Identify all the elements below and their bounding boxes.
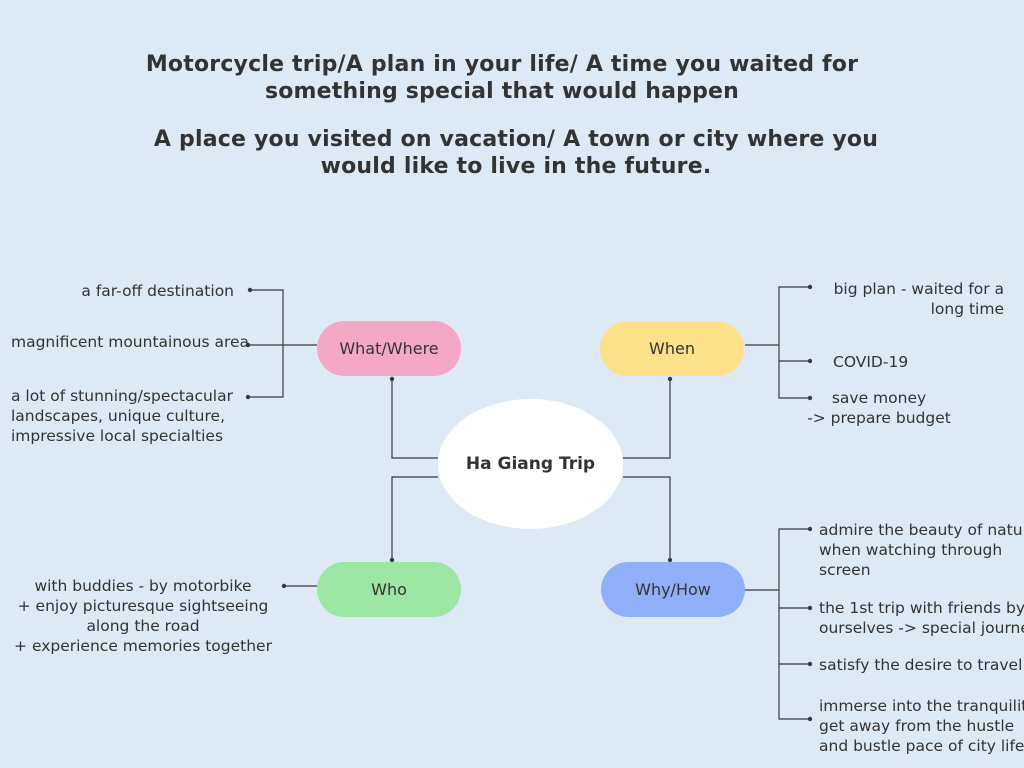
leaf-line: landscapes, unique culture, [11, 407, 225, 425]
leaf-line: magnificent mountainous area [11, 333, 250, 351]
why-how-item-2: the 1st trip with friends by ourselves -… [819, 598, 1024, 638]
branch-why-how-label: Why/How [635, 580, 711, 599]
leaf-line: a lot of stunning/spectacular [11, 387, 233, 405]
leaf-line: + enjoy picturesque sightseeing [17, 597, 269, 615]
branch-who: Who [317, 562, 461, 617]
what-where-item-1: a far-off destination [81, 281, 234, 301]
center-node-label: Ha Giang Trip [465, 454, 596, 474]
branch-why-how: Why/How [601, 562, 745, 617]
title-line-4: would like to live in the future. [320, 154, 712, 179]
leaf-line: satisfy the desire to travel [819, 656, 1023, 674]
leaf-line: with buddies - by motorbike [34, 577, 252, 595]
leaf-line: ourselves -> special journey [819, 619, 1024, 637]
leaf-line: + experience memories together [14, 637, 272, 655]
branch-when-label: When [649, 339, 695, 358]
branch-who-label: Who [371, 580, 407, 599]
what-where-item-2: magnificent mountainous area [11, 332, 249, 352]
leaf-line: when watching through [819, 541, 1003, 559]
branch-what-where: What/Where [317, 321, 461, 376]
when-item-1: big plan - waited for a long time [834, 279, 1004, 319]
leaf-line: get away from the hustle [819, 717, 1015, 735]
branch-what-where-label: What/Where [339, 339, 439, 358]
leaf-line: save money [831, 389, 927, 407]
why-how-item-4: immerse into the tranquility, get away f… [819, 696, 1024, 756]
diagram-subtitle: A place you visited on vacation/ A town … [4, 126, 1024, 180]
leaf-line: impressive local specialties [11, 427, 224, 445]
when-item-3: save money -> prepare budget [786, 388, 972, 428]
why-how-item-3: satisfy the desire to travel [819, 655, 1022, 675]
leaf-line: admire the beauty of nature [819, 521, 1024, 539]
title-line-1: Motorcycle trip/A plan in your life/ A t… [145, 52, 859, 77]
leaf-line: and bustle pace of city life [819, 737, 1024, 755]
leaf-line: along the road [86, 617, 200, 635]
who-item-1: with buddies - by motorbike + enjoy pict… [8, 576, 278, 656]
branch-when: When [600, 321, 744, 376]
leaf-line: big plan - waited for a [833, 280, 1004, 298]
title-line-2: something special that would happen [264, 79, 740, 104]
leaf-line: a far-off destination [81, 282, 234, 300]
leaf-line: COVID-19 [833, 353, 909, 371]
leaf-line: -> prepare budget [807, 409, 951, 427]
what-where-item-3: a lot of stunning/spectacular landscapes… [11, 386, 233, 446]
diagram-title: Motorcycle trip/A plan in your life/ A t… [0, 51, 1014, 105]
leaf-line: the 1st trip with friends by [819, 599, 1024, 617]
title-line-3: A place you visited on vacation/ A town … [153, 127, 879, 152]
leaf-line: screen [819, 561, 871, 579]
leaf-line: long time [930, 300, 1004, 318]
when-item-2: COVID-19 [833, 352, 908, 372]
center-node: Ha Giang Trip [438, 399, 623, 529]
leaf-line: immerse into the tranquility, [819, 697, 1024, 715]
why-how-item-1: admire the beauty of nature when watchin… [819, 520, 1024, 580]
